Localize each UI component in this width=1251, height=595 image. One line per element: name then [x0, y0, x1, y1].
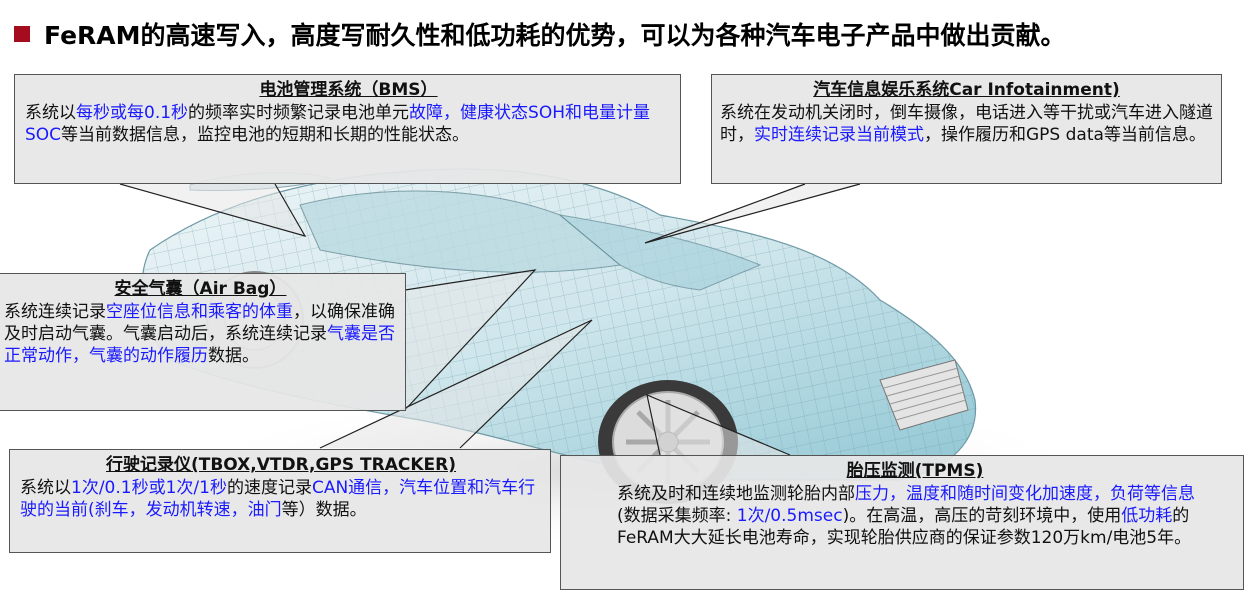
- callout-tpms-text-2: (数据采集频率:: [617, 506, 737, 526]
- callout-tpms-text-3: )。在高温，高压的苛刻环境中，使用: [842, 506, 1122, 526]
- callout-airbag: 安全气囊（Air Bag） 系统连续记录空座位信息和乘客的体重，以确保准确及时启…: [0, 273, 406, 411]
- callout-recorder-highlight-1: 1次/0.1秒或1次/1秒: [71, 478, 227, 498]
- callout-recorder-text-1: 系统以: [20, 478, 71, 498]
- callout-airbag-text-1: 系统连续记录: [4, 302, 106, 322]
- callout-infotainment-title: 汽车信息娱乐系统Car Infotainment): [813, 80, 1120, 100]
- callout-infotainment-highlight-1: 实时连续记录当前模式: [754, 125, 924, 145]
- callout-airbag-text-2: ，以确保准确及时启动气囊。气囊启动后，系统连续记录: [4, 302, 395, 344]
- callout-bms-title: 电池管理系统（BMS）: [259, 80, 438, 100]
- callout-recorder-text-3: 等）数据。: [281, 500, 367, 520]
- callout-infotainment-body: 系统在发动机关闭时，倒车摄像，电话进入等干扰或汽车进入隧道时，实时连续记录当前模…: [720, 102, 1213, 146]
- callout-tpms-highlight-2: 1次/0.5msec: [736, 506, 843, 526]
- callout-airbag-title: 安全气囊（Air Bag）: [114, 279, 287, 299]
- page-title-text: FeRAM的高速写入，高度写耐久性和低功耗的优势，可以为各种汽车电子产品中做出贡…: [44, 21, 1066, 50]
- callout-tpms-title: 胎压监测(TPMS): [846, 461, 984, 481]
- callout-bms-text-1: 系统以: [25, 103, 76, 123]
- square-bullet-icon: [14, 26, 30, 42]
- callout-bms-text-3: 等当前数据信息，监控电池的短期和长期的性能状态。: [61, 125, 470, 145]
- callout-bms-highlight-1: 每秒或每0.1秒: [76, 103, 189, 123]
- callout-airbag-highlight-2: 气囊是否正常动作，气囊的动作履历: [4, 324, 395, 366]
- callout-tpms: 胎压监测(TPMS) 系统及时和连续地监测轮胎内部压力，温度和随时间变化加速度，…: [560, 455, 1244, 590]
- callout-tpms-highlight-1: 压力，温度和随时间变化加速度，负荷等信息: [855, 484, 1195, 504]
- callout-infotainment: 汽车信息娱乐系统Car Infotainment) 系统在发动机关闭时，倒车摄像…: [711, 74, 1222, 184]
- page-title: FeRAM的高速写入，高度写耐久性和低功耗的优势，可以为各种汽车电子产品中做出贡…: [14, 14, 1066, 54]
- callout-recorder-highlight-2: CAN通信，汽车位置和汽车行驶的当前(刹车，发动机转速，油门: [20, 478, 536, 520]
- callout-airbag-text-3: 数据。: [208, 346, 259, 366]
- callout-bms-highlight-2: 故障，健康状态SOH和电量计量SOC: [25, 103, 651, 145]
- callout-recorder-title: 行驶记录仪(TBOX,VTDR,GPS TRACKER): [105, 455, 456, 475]
- callout-recorder-text-2: 的速度记录: [226, 478, 312, 498]
- callout-driving-recorder: 行驶记录仪(TBOX,VTDR,GPS TRACKER) 系统以1次/0.1秒或…: [9, 449, 551, 553]
- callout-infotainment-text-2: ，操作履历和GPS data等当前信息。: [924, 125, 1206, 145]
- callout-recorder-body: 系统以1次/0.1秒或1次/1秒的速度记录CAN通信，汽车位置和汽车行驶的当前(…: [20, 477, 542, 521]
- callout-airbag-highlight-1: 空座位信息和乘客的体重: [106, 302, 293, 322]
- callout-tpms-text-4: 的FeRAM大大延长电池寿命，实现轮胎供应商的保证参数120万km/电池5年。: [617, 506, 1192, 548]
- callout-tpms-highlight-3: 低功耗: [1121, 506, 1173, 526]
- callout-bms-body: 系统以每秒或每0.1秒的频率实时频繁记录电池单元故障，健康状态SOH和电量计量S…: [25, 102, 672, 146]
- callout-infotainment-text-1: 系统在发动机关闭时，倒车摄像，电话进入等干扰或汽车进入隧道时，: [720, 103, 1213, 145]
- callout-bms: 电池管理系统（BMS） 系统以每秒或每0.1秒的频率实时频繁记录电池单元故障，健…: [14, 74, 681, 184]
- callout-tpms-text-1: 系统及时和连续地监测轮胎内部: [617, 484, 855, 504]
- callout-bms-text-2: 的频率实时频繁记录电池单元: [188, 103, 410, 123]
- callout-airbag-body: 系统连续记录空座位信息和乘客的体重，以确保准确及时启动气囊。气囊启动后，系统连续…: [4, 301, 397, 367]
- callout-tpms-body: 系统及时和连续地监测轮胎内部压力，温度和随时间变化加速度，负荷等信息 (数据采集频…: [617, 483, 1213, 549]
